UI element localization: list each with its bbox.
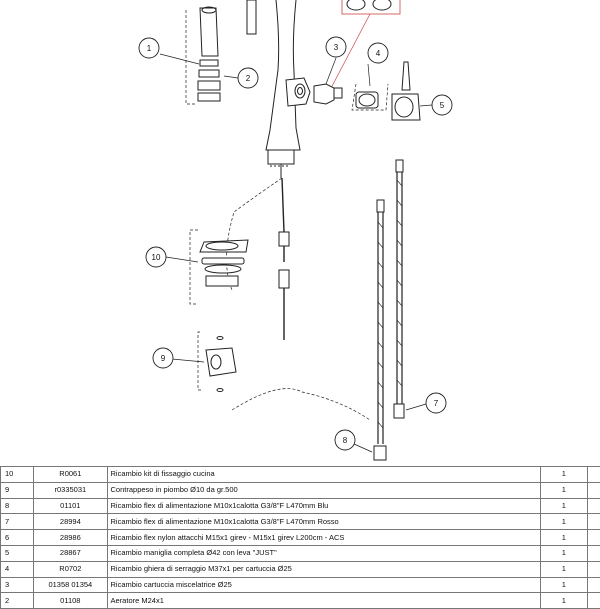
svg-text:2: 2	[246, 74, 251, 83]
part-code: R0061	[34, 467, 107, 483]
part-position: 8	[1, 498, 34, 514]
part-code: 01358 01354	[34, 577, 107, 593]
part-description: Contrappeso in piombo Ø10 da gr.500	[107, 482, 540, 498]
table-edge-cell	[587, 561, 600, 577]
callout-7: 7	[426, 393, 446, 413]
part-description: Ricambio flex nylon attacchi M15x1 girev…	[107, 530, 540, 546]
part-code: r0335031	[34, 482, 107, 498]
cartridge-part	[314, 58, 342, 104]
supply-flex-hose-blue	[354, 200, 386, 460]
part-position: 6	[1, 530, 34, 546]
part-code: R0702	[34, 561, 107, 577]
part-quantity: 1	[540, 514, 587, 530]
table-edge-cell	[587, 545, 600, 561]
handle-part	[392, 62, 432, 120]
exploded-view-drawing: 1 2 3 4 5 7 8 9 10	[0, 0, 600, 466]
table-edge-cell	[587, 593, 600, 609]
svg-text:9: 9	[161, 354, 166, 363]
part-description: Aeratore M24x1	[107, 593, 540, 609]
svg-text:5: 5	[440, 101, 445, 110]
table-edge-cell	[587, 467, 600, 483]
callout-5: 5	[432, 95, 452, 115]
table-edge-cell	[587, 577, 600, 593]
aerator-outlet-group	[160, 7, 238, 104]
part-position: 7	[1, 514, 34, 530]
part-quantity: 1	[540, 577, 587, 593]
callout-4: 4	[368, 43, 388, 63]
part-quantity: 1	[540, 530, 587, 546]
part-position: 4	[1, 561, 34, 577]
part-quantity: 1	[540, 498, 587, 514]
svg-text:10: 10	[152, 253, 161, 262]
part-description: Ricambio flex di alimentazione M10x1calo…	[107, 514, 540, 530]
part-quantity: 1	[540, 545, 587, 561]
supply-flex-hose-red	[394, 160, 426, 418]
part-code: 01101	[34, 498, 107, 514]
table-edge-cell	[587, 530, 600, 546]
part-description: Ricambio kit di fissaggio cucina	[107, 467, 540, 483]
svg-text:8: 8	[343, 436, 348, 445]
callout-8: 8	[335, 430, 355, 450]
tap-body	[266, 0, 310, 178]
mounting-kit-group	[166, 230, 248, 304]
callout-1: 1	[139, 38, 159, 58]
part-quantity: 1	[540, 561, 587, 577]
spout-top-rod	[247, 0, 256, 34]
table-edge-cell	[587, 498, 600, 514]
part-position: 5	[1, 545, 34, 561]
svg-text:4: 4	[376, 49, 381, 58]
table-edge-cell	[587, 482, 600, 498]
callout-3: 3	[326, 37, 346, 57]
part-quantity: 1	[540, 467, 587, 483]
lock-ring-part	[352, 64, 388, 110]
part-position: 3	[1, 577, 34, 593]
part-code: 28867	[34, 545, 107, 561]
part-description: Ricambio ghiera di serraggio M37x1 per c…	[107, 561, 540, 577]
svg-text:1: 1	[147, 44, 152, 53]
part-quantity: 1	[540, 482, 587, 498]
part-position: 9	[1, 482, 34, 498]
part-description: Ricambio cartuccia miscelatrice Ø25	[107, 577, 540, 593]
svg-text:3: 3	[334, 43, 339, 52]
part-code: 28986	[34, 530, 107, 546]
part-description: Ricambio maniglia completa Ø42 con leva …	[107, 545, 540, 561]
part-position: 10	[1, 467, 34, 483]
table-edge-cell	[587, 514, 600, 530]
part-position: 2	[1, 593, 34, 609]
callout-10: 10	[146, 247, 166, 267]
part-code: 01108	[34, 593, 107, 609]
part-description: Ricambio flex di alimentazione M10x1calo…	[107, 498, 540, 514]
callout-9: 9	[153, 348, 173, 368]
callout-2: 2	[238, 68, 258, 88]
counterweight-group	[172, 332, 370, 420]
part-code: 28994	[34, 514, 107, 530]
part-quantity: 1	[540, 593, 587, 609]
svg-text:7: 7	[434, 399, 439, 408]
